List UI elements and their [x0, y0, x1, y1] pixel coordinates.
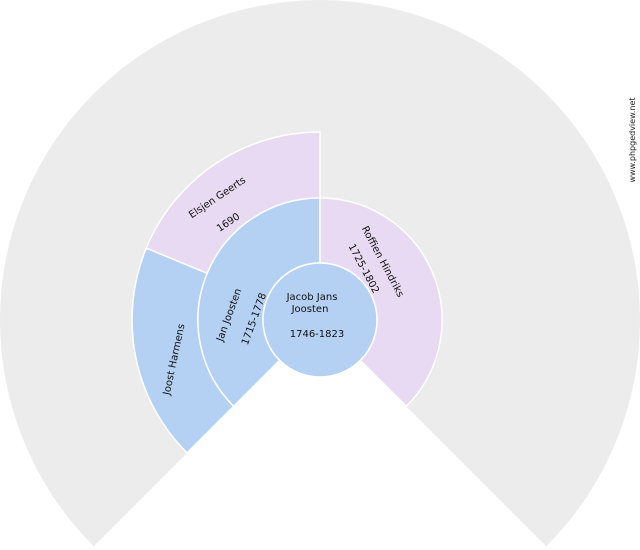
root-person-name-line2: Joosten — [291, 304, 329, 315]
root-person-name-line1: Jacob Jans — [286, 292, 338, 303]
watermark: www.phpgedview.net — [628, 97, 637, 182]
paternal-grandfather-segment[interactable]: Joost Harmens — [131, 247, 235, 454]
mother-segment[interactable]: Roffien Hindriks 1725-1802 — [319, 197, 443, 408]
paternal-grandmother-segment[interactable]: Elsjen Geerts 1690 — [145, 131, 321, 275]
father-segment[interactable]: Jan Joosten 1715-1778 — [197, 197, 321, 408]
root-person-dates: 1746-1823 — [290, 329, 345, 340]
root-person[interactable]: Jacob Jans Joosten 1746-1823 — [262, 262, 378, 378]
root-person-circle[interactable] — [262, 262, 378, 378]
